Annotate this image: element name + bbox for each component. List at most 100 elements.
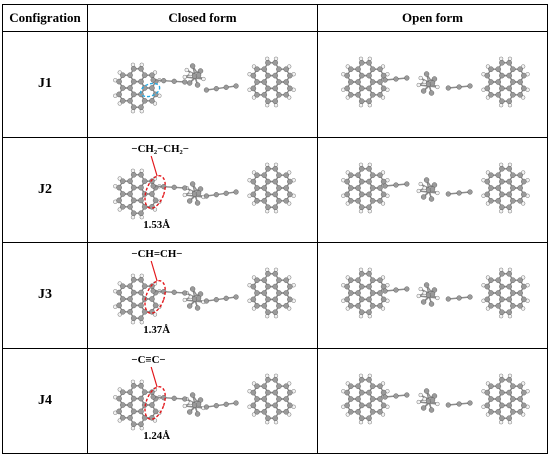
- carbon-atom: [506, 284, 512, 290]
- carbon-atom: [506, 402, 512, 408]
- carbon-atom: [254, 277, 260, 284]
- switch-core-atom: [435, 401, 440, 406]
- carbon-atom: [261, 383, 268, 389]
- carbon-atom: [141, 98, 148, 104]
- carbon-atom: [119, 296, 126, 303]
- carbon-atom: [358, 60, 365, 66]
- switch-core-atom: [188, 72, 193, 77]
- carbon-atom: [510, 172, 516, 178]
- carbon-atom: [127, 309, 133, 315]
- switch-core-atom: [420, 405, 427, 411]
- carbon-atom: [138, 302, 144, 309]
- carbon-atom: [366, 178, 372, 185]
- carbon-atom: [355, 79, 361, 86]
- carbon-atom: [495, 79, 502, 86]
- carbon-atom: [517, 66, 523, 73]
- bond-length-label: 1.37Å: [143, 324, 170, 336]
- carbon-atom: [348, 383, 354, 389]
- carbon-atom: [130, 91, 137, 98]
- switch-core-atom: [189, 63, 196, 69]
- carbon-atom: [358, 178, 365, 185]
- carbon-atom: [510, 92, 516, 98]
- carbon-atom: [254, 184, 260, 191]
- carbon-atom: [488, 79, 494, 86]
- carbon-atom: [377, 290, 383, 297]
- switch-core-atom: [428, 407, 435, 413]
- carbon-atom: [506, 204, 512, 210]
- carbon-atom: [499, 309, 505, 316]
- carbon-atom: [521, 284, 527, 290]
- bridge-atom: [382, 183, 388, 189]
- switch-core-atom: [194, 200, 201, 206]
- carbon-atom: [348, 197, 354, 204]
- carbon-atom: [484, 73, 491, 79]
- carbon-atom: [141, 178, 148, 184]
- carbon-atom: [495, 303, 502, 309]
- carbon-atom: [272, 204, 279, 210]
- carbon-atom: [149, 296, 155, 303]
- carbon-atom: [254, 408, 260, 415]
- switch-core-atom: [195, 190, 202, 196]
- carbon-atom: [272, 296, 279, 303]
- carbon-atom: [130, 66, 137, 72]
- carbon-atom: [377, 408, 383, 415]
- bridge-atom: [456, 401, 462, 407]
- bridge-atom: [393, 182, 399, 188]
- carbon-atom: [141, 72, 148, 79]
- carbon-atom: [141, 190, 148, 197]
- carbon-atom: [287, 389, 293, 396]
- annotation-leader: [150, 155, 158, 176]
- molecule-structure-closed: −CH₂−CH₂−1.53Å: [113, 143, 296, 231]
- carbon-atom: [358, 271, 365, 277]
- carbon-atom: [366, 60, 372, 66]
- carbon-atom: [377, 184, 383, 191]
- carbon-atom: [130, 277, 137, 283]
- carbon-atom: [488, 290, 494, 297]
- carbon-atom: [127, 283, 133, 290]
- carbon-atom: [130, 171, 137, 178]
- carbon-atom: [276, 383, 282, 389]
- carbon-atom: [380, 296, 387, 303]
- switch-core-atom: [423, 388, 430, 394]
- carbon-atom: [272, 376, 279, 383]
- carbon-atom: [499, 85, 505, 92]
- carbon-atom: [254, 303, 260, 309]
- bridge-highlight: [144, 385, 166, 420]
- carbon-atom: [119, 414, 126, 421]
- carbon-atom: [517, 79, 523, 86]
- carbon-atom: [358, 376, 365, 383]
- header-row: Configration Closed form Open form: [2, 4, 548, 32]
- molecule-structure-closed: [113, 56, 296, 114]
- carbon-atom: [510, 395, 516, 402]
- carbon-atom: [369, 303, 376, 309]
- carbon-atom: [355, 66, 361, 73]
- carbon-atom: [510, 303, 516, 309]
- carbon-atom: [149, 190, 155, 197]
- bridge-atom: [203, 193, 210, 199]
- carbon-atom: [377, 79, 383, 86]
- carbon-atom: [272, 415, 279, 421]
- switch-core-atom: [187, 409, 193, 415]
- carbon-atom: [517, 92, 523, 98]
- bridge-formula: −CH=CH−: [131, 248, 182, 260]
- carbon-atom: [499, 178, 505, 185]
- carbon-atom: [380, 284, 387, 290]
- carbon-atom: [149, 72, 155, 79]
- switch-core-atom: [423, 177, 430, 183]
- carbon-atom: [265, 98, 271, 105]
- carbon-atom: [521, 73, 527, 79]
- switch-core-atom: [416, 83, 421, 88]
- carbon-atom: [261, 395, 268, 402]
- carbon-atom: [355, 172, 361, 178]
- carbon-atom: [510, 184, 516, 191]
- carbon-atom: [283, 92, 289, 98]
- switch-core-atom: [416, 399, 421, 404]
- switch-core-atom: [182, 298, 187, 303]
- bridge-atom: [456, 295, 462, 301]
- annotation-leader: [150, 366, 158, 387]
- carbon-atom: [250, 284, 257, 290]
- bridge-atom: [445, 191, 451, 197]
- carbon-atom: [261, 408, 268, 415]
- carbon-atom: [130, 395, 137, 402]
- molecule-structure-open: [341, 373, 530, 425]
